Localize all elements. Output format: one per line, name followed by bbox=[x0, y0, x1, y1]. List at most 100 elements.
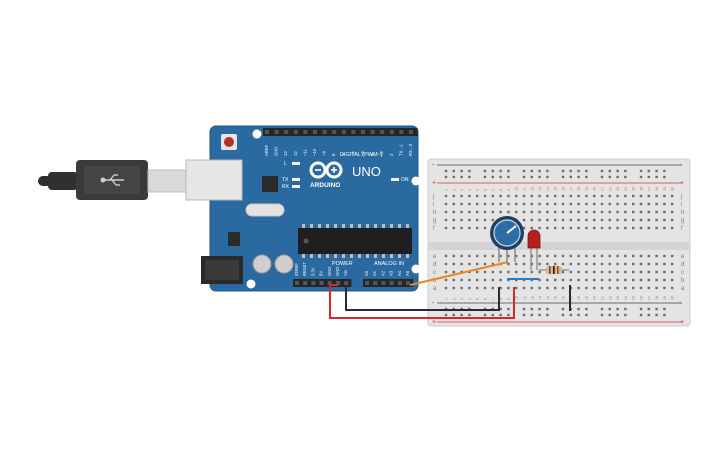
breadboard-hole[interactable] bbox=[491, 270, 494, 274]
breadboard-hole[interactable] bbox=[663, 210, 666, 214]
breadboard-hole[interactable] bbox=[491, 286, 494, 290]
digital-pin-socket[interactable] bbox=[284, 130, 289, 134]
breadboard-hole[interactable] bbox=[593, 270, 596, 274]
breadboard-hole[interactable] bbox=[483, 202, 487, 206]
breadboard-hole[interactable] bbox=[671, 254, 674, 258]
breadboard-hole[interactable] bbox=[639, 254, 643, 258]
rail-hole[interactable] bbox=[600, 307, 604, 311]
breadboard-hole[interactable] bbox=[639, 262, 643, 266]
analog-pin-socket[interactable] bbox=[365, 281, 369, 285]
breadboard-hole[interactable] bbox=[444, 210, 448, 214]
breadboard-hole[interactable] bbox=[647, 286, 650, 290]
breadboard-hole[interactable] bbox=[538, 218, 541, 222]
rail-hole[interactable] bbox=[639, 175, 643, 179]
rail-hole[interactable] bbox=[624, 169, 627, 173]
rail-hole[interactable] bbox=[444, 175, 448, 179]
rail-hole[interactable] bbox=[624, 175, 627, 179]
rail-hole[interactable] bbox=[647, 175, 650, 179]
rail-hole[interactable] bbox=[530, 175, 533, 179]
breadboard-hole[interactable] bbox=[663, 270, 666, 274]
breadboard-hole[interactable] bbox=[593, 254, 596, 258]
breadboard-hole[interactable] bbox=[522, 202, 526, 206]
rail-hole[interactable] bbox=[452, 169, 455, 173]
rail-hole[interactable] bbox=[624, 307, 627, 311]
resistor[interactable] bbox=[539, 266, 569, 274]
breadboard-hole[interactable] bbox=[546, 210, 549, 214]
breadboard-hole[interactable] bbox=[538, 226, 541, 230]
breadboard-hole[interactable] bbox=[546, 218, 549, 222]
rail-hole[interactable] bbox=[530, 307, 533, 311]
breadboard-hole[interactable] bbox=[522, 226, 526, 230]
breadboard-hole[interactable] bbox=[593, 262, 596, 266]
breadboard-hole[interactable] bbox=[538, 202, 541, 206]
breadboard-hole[interactable] bbox=[468, 194, 471, 198]
breadboard-hole[interactable] bbox=[554, 254, 557, 258]
breadboard-hole[interactable] bbox=[530, 254, 533, 258]
rail-hole[interactable] bbox=[663, 175, 666, 179]
rail-hole[interactable] bbox=[546, 307, 549, 311]
breadboard-hole[interactable] bbox=[561, 286, 565, 290]
breadboard-hole[interactable] bbox=[577, 278, 580, 282]
breadboard-hole[interactable] bbox=[483, 254, 487, 258]
breadboard-hole[interactable] bbox=[546, 194, 549, 198]
breadboard-hole[interactable] bbox=[632, 286, 635, 290]
rail-hole[interactable] bbox=[577, 313, 580, 317]
rail-hole[interactable] bbox=[522, 313, 526, 317]
breadboard-hole[interactable] bbox=[530, 226, 533, 230]
breadboard-hole[interactable] bbox=[608, 210, 611, 214]
breadboard-hole[interactable] bbox=[569, 218, 572, 222]
breadboard-hole[interactable] bbox=[546, 226, 549, 230]
breadboard-hole[interactable] bbox=[593, 218, 596, 222]
breadboard-hole[interactable] bbox=[632, 226, 635, 230]
breadboard-hole[interactable] bbox=[460, 194, 463, 198]
breadboard-hole[interactable] bbox=[647, 278, 650, 282]
breadboard-hole[interactable] bbox=[569, 278, 572, 282]
breadboard-hole[interactable] bbox=[671, 194, 674, 198]
breadboard-hole[interactable] bbox=[530, 194, 533, 198]
rail-hole[interactable] bbox=[608, 313, 611, 317]
breadboard-hole[interactable] bbox=[585, 194, 588, 198]
reset-button[interactable] bbox=[224, 137, 234, 147]
breadboard-hole[interactable] bbox=[561, 270, 565, 274]
breadboard-hole[interactable] bbox=[663, 218, 666, 222]
breadboard-hole[interactable] bbox=[577, 218, 580, 222]
breadboard-hole[interactable] bbox=[585, 270, 588, 274]
breadboard-hole[interactable] bbox=[468, 262, 471, 266]
rail-hole[interactable] bbox=[507, 313, 510, 317]
breadboard-hole[interactable] bbox=[608, 262, 611, 266]
rail-hole[interactable] bbox=[647, 313, 650, 317]
digital-pin-socket[interactable] bbox=[380, 130, 385, 134]
breadboard-hole[interactable] bbox=[452, 210, 455, 214]
breadboard-hole[interactable] bbox=[561, 278, 565, 282]
breadboard-hole[interactable] bbox=[491, 194, 494, 198]
breadboard-hole[interactable] bbox=[632, 262, 635, 266]
breadboard-hole[interactable] bbox=[647, 218, 650, 222]
breadboard-hole[interactable] bbox=[546, 202, 549, 206]
breadboard-hole[interactable] bbox=[600, 270, 604, 274]
rail-hole[interactable] bbox=[546, 169, 549, 173]
breadboard-hole[interactable] bbox=[499, 254, 502, 258]
rail-hole[interactable] bbox=[585, 169, 588, 173]
breadboard-hole[interactable] bbox=[452, 278, 455, 282]
rail-hole[interactable] bbox=[561, 313, 565, 317]
breadboard-hole[interactable] bbox=[452, 194, 455, 198]
rail-hole[interactable] bbox=[538, 175, 541, 179]
breadboard-hole[interactable] bbox=[530, 210, 533, 214]
rail-hole[interactable] bbox=[577, 307, 580, 311]
rail-hole[interactable] bbox=[616, 313, 619, 317]
breadboard-hole[interactable] bbox=[452, 286, 455, 290]
breadboard-hole[interactable] bbox=[468, 226, 471, 230]
breadboard-hole[interactable] bbox=[639, 202, 643, 206]
rail-hole[interactable] bbox=[452, 313, 455, 317]
breadboard-hole[interactable] bbox=[655, 286, 658, 290]
breadboard-hole[interactable] bbox=[546, 278, 549, 282]
rail-hole[interactable] bbox=[499, 307, 502, 311]
breadboard-hole[interactable] bbox=[600, 286, 604, 290]
breadboard-hole[interactable] bbox=[585, 254, 588, 258]
wire-a5[interactable] bbox=[409, 261, 509, 286]
breadboard-hole[interactable] bbox=[444, 218, 448, 222]
breadboard-hole[interactable] bbox=[507, 210, 510, 214]
breadboard-hole[interactable] bbox=[616, 202, 619, 206]
rail-hole[interactable] bbox=[639, 313, 643, 317]
breadboard-hole[interactable] bbox=[632, 210, 635, 214]
